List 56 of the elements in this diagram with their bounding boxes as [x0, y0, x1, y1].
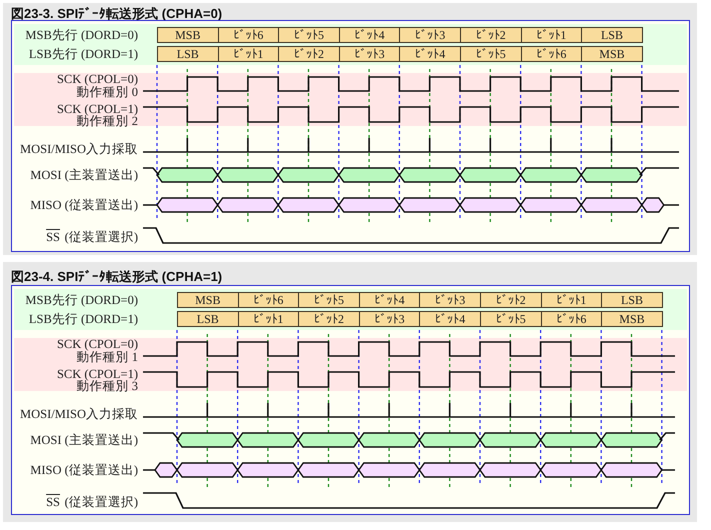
bit-cell: MSB [581, 46, 643, 62]
signal-label: SCK (CPOL=1) [56, 102, 138, 116]
signal-label: 動作種別 0 [76, 85, 138, 99]
signal-label: MOSI/MISO入力採取 [20, 407, 138, 421]
signal-label: MISO (従装置送出) [30, 198, 138, 212]
bit-cell: LSB [177, 311, 239, 327]
signal-label: SCK (CPOL=0) [56, 337, 138, 351]
bit-cell: ﾋﾞｯﾄ6 [540, 311, 602, 327]
bit-cell: ﾋﾞｯﾄ6 [218, 27, 280, 43]
bit-cell: ﾋﾞｯﾄ4 [399, 46, 461, 62]
bit-cell: ﾋﾞｯﾄ6 [520, 46, 582, 62]
signal-label: (従装置選択) [64, 230, 138, 244]
bit-cell: ﾋﾞｯﾄ1 [238, 311, 300, 327]
bit-cell: LSB [601, 292, 663, 308]
signal-label: MSB先行 (DORD=0) [25, 28, 138, 42]
bit-cell: LSB [157, 46, 219, 62]
bit-cell: MSB [157, 27, 219, 43]
signal-label: MOSI (主装置送出) [30, 168, 138, 182]
signal-label: LSB先行 (DORD=1) [28, 47, 138, 61]
bit-cell: ﾋﾞｯﾄ1 [520, 27, 582, 43]
bit-cell: ﾋﾞｯﾄ5 [460, 46, 522, 62]
signal-label: MOSI/MISO入力採取 [20, 142, 138, 156]
signal-label: SS [46, 495, 60, 509]
signal-label: SS [46, 230, 60, 244]
signal-label: 動作種別 3 [76, 379, 138, 393]
bit-cell: ﾋﾞｯﾄ3 [358, 311, 420, 327]
bit-cell: ﾋﾞｯﾄ2 [298, 311, 360, 327]
signal-label: MSB先行 (DORD=0) [25, 293, 138, 307]
bit-cell: ﾋﾞｯﾄ2 [480, 292, 542, 308]
bit-cell: ﾋﾞｯﾄ4 [358, 292, 420, 308]
bit-cell: MSB [601, 311, 663, 327]
signal-label: MISO (従装置送出) [30, 463, 138, 477]
signal-label: (従装置選択) [64, 495, 138, 509]
bit-cell: MSB [177, 292, 239, 308]
signal-label: SCK (CPOL=1) [56, 367, 138, 381]
figure-heading: 図23-3. SPIﾃﾞｰﾀ転送形式 (CPHA=0) [11, 5, 222, 23]
figure-heading: 図23-4. SPIﾃﾞｰﾀ転送形式 (CPHA=1) [11, 268, 222, 286]
bit-cell: ﾋﾞｯﾄ5 [480, 311, 542, 327]
bit-cell: ﾋﾞｯﾄ6 [238, 292, 300, 308]
bit-cell: ﾋﾞｯﾄ4 [419, 311, 481, 327]
bit-cell: ﾋﾞｯﾄ3 [399, 27, 461, 43]
signal-label: LSB先行 (DORD=1) [28, 312, 138, 326]
signal-label: MOSI (主装置送出) [30, 433, 138, 447]
bit-cell: ﾋﾞｯﾄ5 [278, 27, 340, 43]
bit-cell: ﾋﾞｯﾄ4 [338, 27, 400, 43]
bit-cell: LSB [581, 27, 643, 43]
bit-cell: ﾋﾞｯﾄ2 [460, 27, 522, 43]
bit-cell: ﾋﾞｯﾄ1 [540, 292, 602, 308]
signal-label: 動作種別 2 [76, 114, 138, 128]
bit-cell: ﾋﾞｯﾄ5 [298, 292, 360, 308]
bit-cell: ﾋﾞｯﾄ2 [278, 46, 340, 62]
bit-cell: ﾋﾞｯﾄ1 [218, 46, 280, 62]
bit-cell: ﾋﾞｯﾄ3 [419, 292, 481, 308]
signal-label: SCK (CPOL=0) [56, 72, 138, 86]
bit-cell: ﾋﾞｯﾄ3 [338, 46, 400, 62]
signal-label: 動作種別 1 [76, 350, 138, 364]
